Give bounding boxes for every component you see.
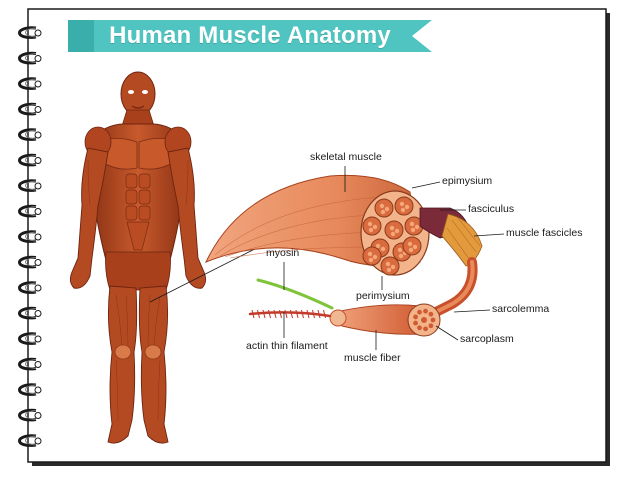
spiral-ring-icon xyxy=(18,51,42,65)
actin-ticks xyxy=(251,309,326,319)
fascicle-cross-section xyxy=(360,190,430,276)
fascicle xyxy=(404,216,424,236)
spiral-ring-icon xyxy=(18,357,42,371)
label-muscle-fiber: muscle fiber xyxy=(344,352,401,364)
myofibril xyxy=(421,317,427,323)
spiral-ring-icon xyxy=(18,128,42,141)
myofibril xyxy=(430,317,436,323)
myofibril xyxy=(413,320,418,326)
title-banner-tail xyxy=(68,20,94,52)
myofibril xyxy=(423,308,428,314)
spiral-ring-icon xyxy=(18,434,42,447)
fascicle xyxy=(384,220,404,240)
fascicle xyxy=(374,198,394,218)
spiral-ring-icon xyxy=(18,26,42,39)
human-muscle-figure xyxy=(69,71,207,444)
fascicle xyxy=(362,246,382,266)
label-sarcoplasm: sarcoplasm xyxy=(460,333,514,345)
myofibril xyxy=(417,325,422,331)
label-myosin: myosin xyxy=(266,247,300,259)
spiral-ring-icon xyxy=(18,77,42,90)
page-title: Human Muscle Anatomy xyxy=(109,22,391,49)
fascicle xyxy=(394,196,414,216)
spiral-ring-icon xyxy=(18,255,42,269)
myofibril xyxy=(428,323,434,329)
label-epimysium: epimysium xyxy=(442,175,493,187)
spiral-ring-icon xyxy=(18,332,42,345)
label-sarcolemma: sarcolemma xyxy=(492,303,550,315)
leader-lines xyxy=(283,166,505,350)
spiral-ring-icon xyxy=(18,230,42,243)
label-actin-thin-filament: actin thin filament xyxy=(246,340,328,352)
fascicle xyxy=(402,236,422,256)
myosin-filament xyxy=(256,278,334,310)
spiral-ring-icon xyxy=(18,179,42,192)
label-skeletal-muscle: skeletal muscle xyxy=(310,151,382,163)
fascicle xyxy=(362,216,382,236)
title-banner xyxy=(68,20,432,52)
spiral-binding xyxy=(18,26,42,447)
myofibril xyxy=(428,311,434,317)
myofibril xyxy=(423,326,428,332)
spiral-ring-icon xyxy=(18,281,42,294)
myofibril xyxy=(413,314,418,320)
label-perimysium: perimysium xyxy=(356,290,410,302)
muscle-fiber-graphic xyxy=(329,303,441,337)
label-muscle-fascicles: muscle fascicles xyxy=(506,227,583,239)
myofibril xyxy=(417,309,422,315)
spiral-ring-icon xyxy=(18,102,42,116)
spiral-ring-icon xyxy=(18,383,42,396)
spiral-ring-icon xyxy=(18,408,42,422)
spiral-ring-icon xyxy=(18,204,42,218)
spiral-ring-icon xyxy=(18,306,42,320)
label-fasciculus: fasciculus xyxy=(468,203,515,215)
spiral-ring-icon xyxy=(18,153,42,167)
fascicle xyxy=(380,256,400,276)
